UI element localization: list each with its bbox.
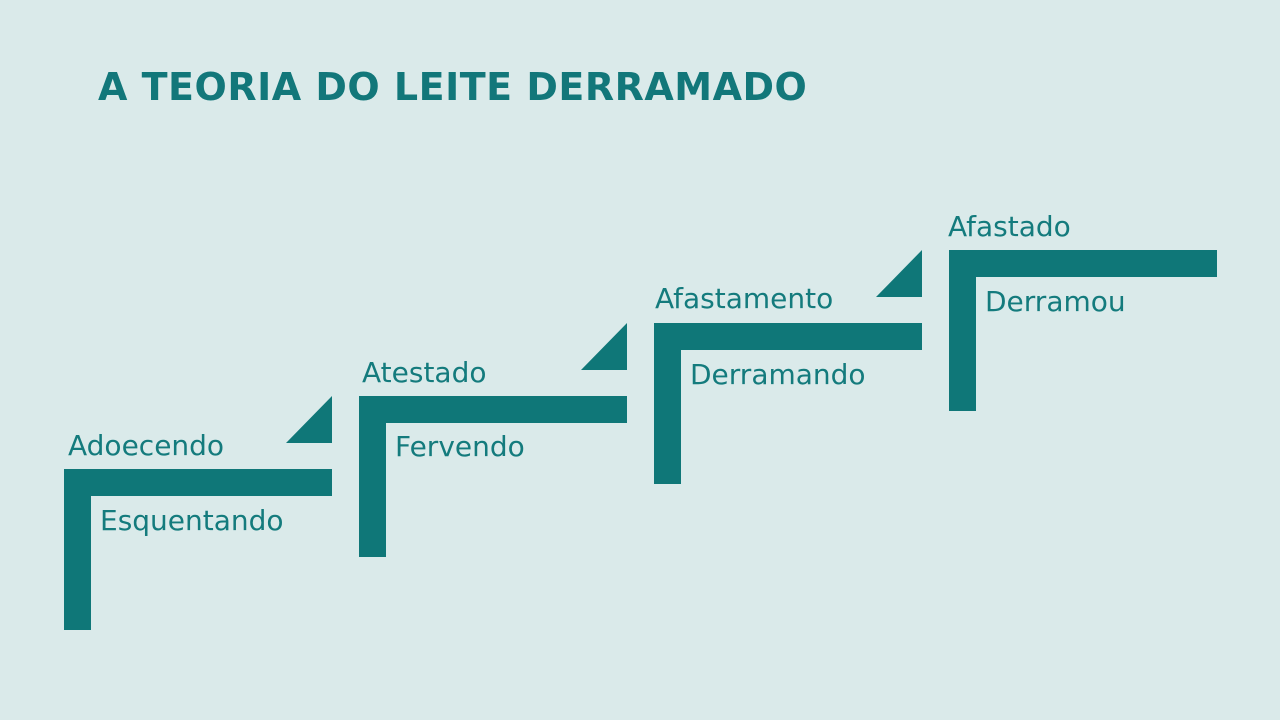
- step-1-arrow-triangle: [286, 396, 332, 443]
- page-title: A TEORIA DO LEITE DERRAMADO: [98, 65, 808, 109]
- step-3-arrow-triangle: [876, 250, 922, 297]
- step-2-arrow-triangle: [581, 323, 627, 370]
- step-3-upper-label: Afastamento: [655, 282, 834, 315]
- step-2-upper-label: Atestado: [362, 356, 487, 389]
- step-3-horizontal-bar: [654, 323, 922, 350]
- step-1-horizontal-bar: [64, 469, 332, 496]
- step-2-horizontal-bar: [359, 396, 627, 423]
- step-1-upper-label: Adoecendo: [68, 429, 225, 462]
- step-4-inner-label: Derramou: [985, 285, 1126, 318]
- step-2-vertical-bar: [359, 396, 386, 557]
- step-3-vertical-bar: [654, 323, 681, 484]
- step-2-inner-label: Fervendo: [395, 430, 525, 463]
- step-4-horizontal-bar: [949, 250, 1217, 277]
- step-1-inner-label: Esquentando: [100, 504, 284, 537]
- step-1-vertical-bar: [64, 469, 91, 630]
- step-4-vertical-bar: [949, 250, 976, 411]
- step-3-inner-label: Derramando: [690, 358, 866, 391]
- step-4-upper-label: Afastado: [948, 210, 1071, 243]
